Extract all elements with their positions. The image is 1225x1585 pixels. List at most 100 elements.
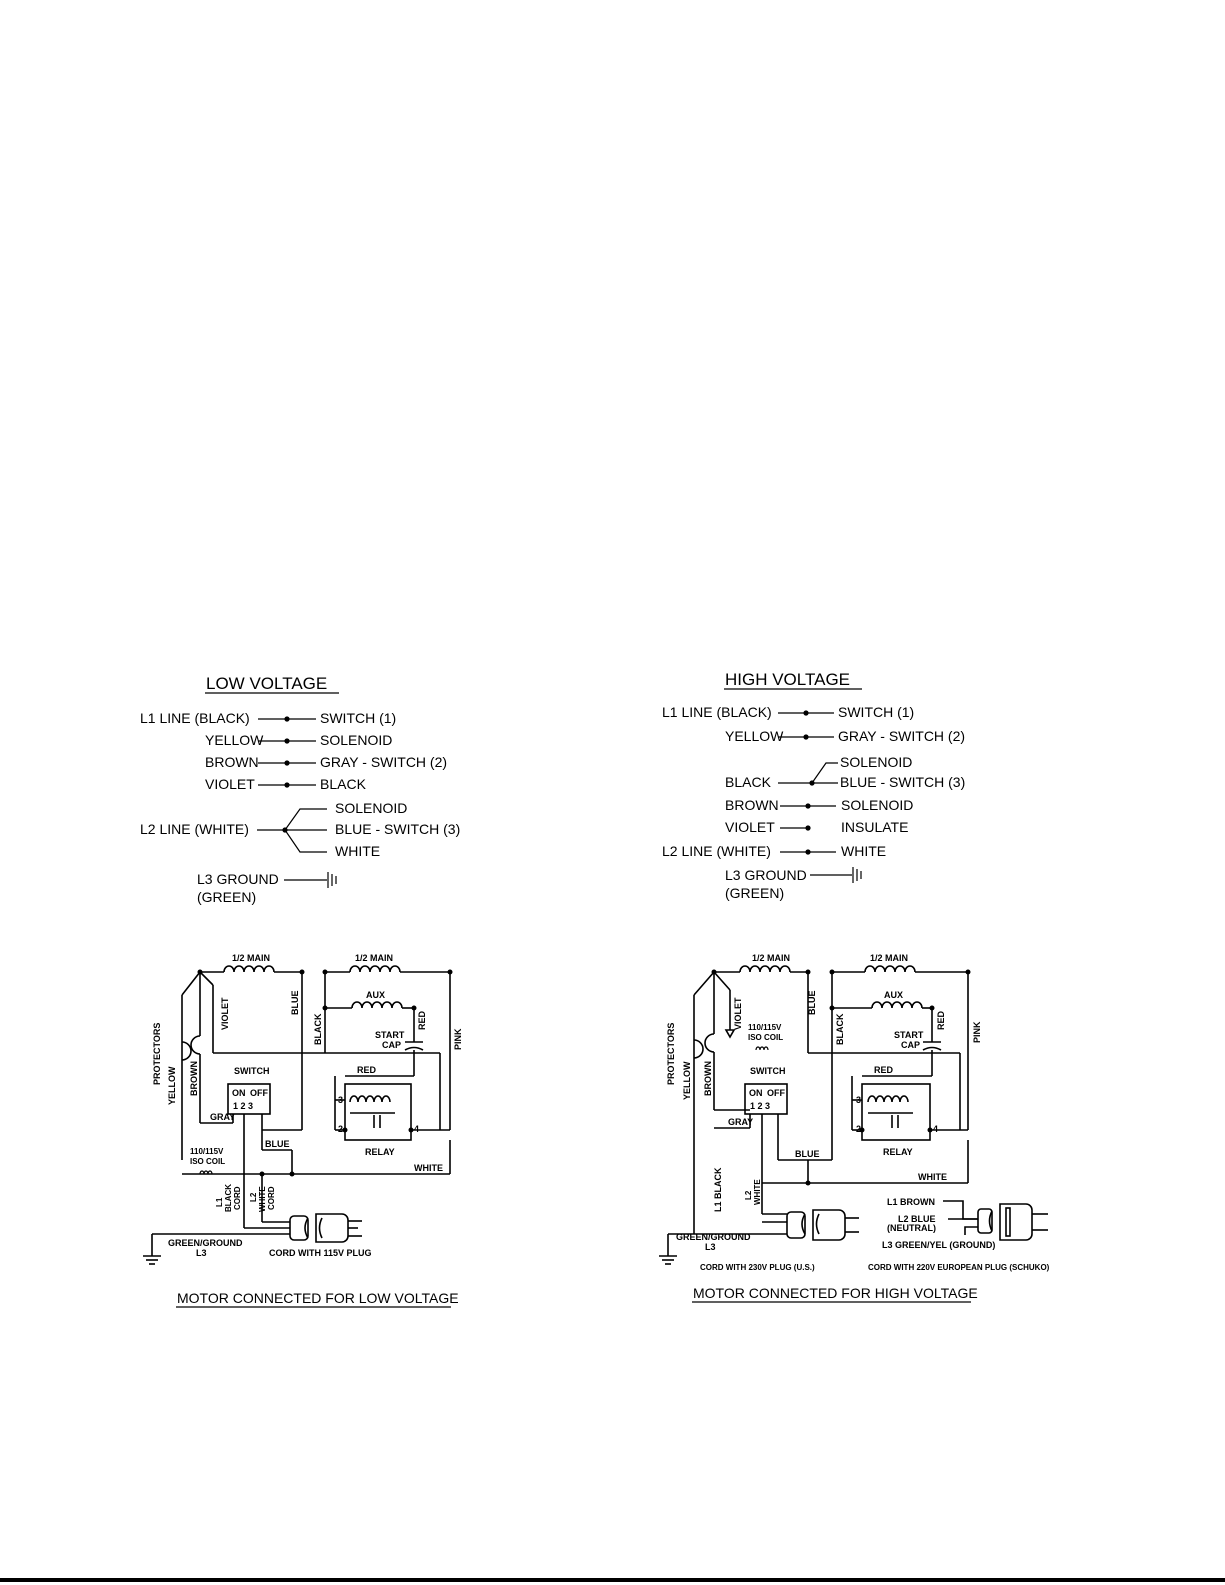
plug-220v-schuko-icon [977,1203,1048,1241]
low-main1-label: 1/2 MAIN [232,953,270,963]
high-conn-left-1: L1 LINE (BLACK) [662,704,772,720]
low-conn-right-3: GRAY - SWITCH (2) [320,754,447,770]
high-main2-label: 1/2 MAIN [870,953,908,963]
low-l2-branch-3: WHITE [335,843,380,859]
high-ground-label: L3 GROUND [725,867,807,883]
low-cord-label: CORD WITH 115V PLUG [269,1248,372,1258]
ground-icon [659,1255,677,1265]
low-l1cord-3: CORD [233,1186,242,1210]
low-gray-label: GRAY [210,1112,235,1122]
high-switch-nums: 1 2 3 [750,1101,770,1111]
high-white-label: WHITE [918,1172,947,1182]
ground-symbol-icon [810,867,862,883]
high-iso-1: 110/115V [748,1023,782,1032]
aux-winding-icon [871,1001,923,1009]
low-conn-right-1: SWITCH (1) [320,710,396,726]
low-protectors-label: PROTECTORS [152,1023,162,1085]
high-black-branch-2: BLUE - SWITCH (3) [840,774,965,790]
high-blue-label: BLUE [807,991,817,1016]
main-winding-icon [223,965,275,973]
high-pink-label: PINK [972,1021,982,1043]
capacitor-icon [404,1041,424,1051]
switch-body [744,1083,788,1115]
high-main1-label: 1/2 MAIN [752,953,790,963]
low-ground-sub: (GREEN) [197,889,256,905]
high-relay-2: 2 [856,1124,861,1134]
low-l2-branch-1: SOLENOID [335,800,407,816]
page-bottom-rule [0,1578,1225,1582]
low-black-label: BLACK [313,1013,323,1045]
high-violet-label: VIOLET [733,997,743,1030]
high-red-label: RED [874,1065,894,1075]
high-relay-label: RELAY [883,1147,913,1157]
high-switch-on: ON [749,1088,763,1098]
low-voltage-schematic: 1/2 MAIN 1/2 MAIN AUX RED START CAP RED … [143,953,463,1308]
low-l2-branch-2: BLUE - SWITCH (3) [335,821,460,837]
low-start-label: START [375,1030,405,1040]
low-brown-label: BROWN [189,1061,199,1096]
high-conn-left-2: YELLOW [725,728,784,744]
main-winding-icon [349,965,401,973]
ground-icon [143,1255,161,1265]
high-cord-us-label: CORD WITH 230V PLUG (U.S.) [700,1263,815,1272]
iso-coil-icon [755,1046,769,1051]
low-relay-2: 2 [338,1124,343,1134]
low-l3-label: L3 [196,1248,207,1258]
relay-coil-icon [349,1095,395,1128]
low-main2-label: 1/2 MAIN [355,953,393,963]
high-l1black-label: L1 BLACK [713,1167,723,1212]
high-ground-sub: (GREEN) [725,885,784,901]
protector-icon [704,1033,715,1053]
low-l2-line: L2 LINE (WHITE) [140,821,249,837]
high-eu-l2-label: L2 BLUE [898,1214,936,1224]
high-conn-right-2: GRAY - SWITCH (2) [838,728,965,744]
high-black-left: BLACK [725,774,772,790]
low-conn-right-4: BLACK [320,776,367,792]
low-conn-left-2: YELLOW [205,732,264,748]
high-caption: MOTOR CONNECTED FOR HIGH VOLTAGE [693,1285,978,1301]
high-brown-label: BROWN [703,1061,713,1096]
low-switch-off: OFF [250,1088,268,1098]
low-red-label: RED [357,1065,377,1075]
low-green-ground-label: GREEN/GROUND [168,1238,243,1248]
low-l2cord-2: WHITE [258,1186,267,1212]
low-relay-4: 4 [414,1124,419,1134]
low-ground-label: L3 GROUND [197,871,279,887]
high-voltage-table: HIGH VOLTAGE L1 LINE (BLACK) SWITCH (1) … [662,670,965,901]
low-switch-nums: 1 2 3 [233,1101,253,1111]
high-yellow-label: YELLOW [682,1061,692,1100]
low-switch-on: ON [232,1088,246,1098]
high-eu-neutral-label: (NEUTRAL) [887,1223,936,1233]
relay-coil-icon [867,1095,913,1128]
high-switch-label: SWITCH [750,1066,786,1076]
high-conn2-right-3: WHITE [841,843,886,859]
low-conn-left-3: BROWN [205,754,259,770]
high-l3-label: L3 [705,1242,716,1252]
high-conn2-right-2: INSULATE [841,819,908,835]
high-aux-label: AUX [884,990,903,1000]
high-red-vert-label: RED [936,1010,946,1030]
high-voltage-title: HIGH VOLTAGE [725,670,850,689]
low-cap-label: CAP [382,1040,401,1050]
high-relay-4: 4 [933,1124,938,1134]
aux-winding-icon [351,1001,403,1009]
low-l1cord-2: BLACK [224,1184,233,1212]
high-start-label: START [894,1030,924,1040]
high-conn2-right-1: SOLENOID [841,797,913,813]
low-yellow-label: YELLOW [167,1066,177,1105]
low-voltage-title: LOW VOLTAGE [206,674,327,693]
plug-115v-icon [289,1213,362,1243]
high-black-branch-1: SOLENOID [840,754,912,770]
low-caption: MOTOR CONNECTED FOR LOW VOLTAGE [177,1290,459,1306]
low-conn-left-1: L1 LINE (BLACK) [140,710,250,726]
low-relay-label: RELAY [365,1147,395,1157]
high-voltage-schematic: 1/2 MAIN 1/2 MAIN AUX RED START CAP RED … [659,953,1050,1303]
low-switch-label: SWITCH [234,1066,270,1076]
low-red-vert-label: RED [417,1010,427,1030]
low-l1cord-1: L1 [215,1197,224,1207]
iso-coil-icon [199,1170,213,1175]
high-eu-l3-label: L3 GREEN/YEL (GROUND) [882,1240,995,1250]
low-aux-label: AUX [366,990,385,1000]
high-switch-off: OFF [767,1088,785,1098]
